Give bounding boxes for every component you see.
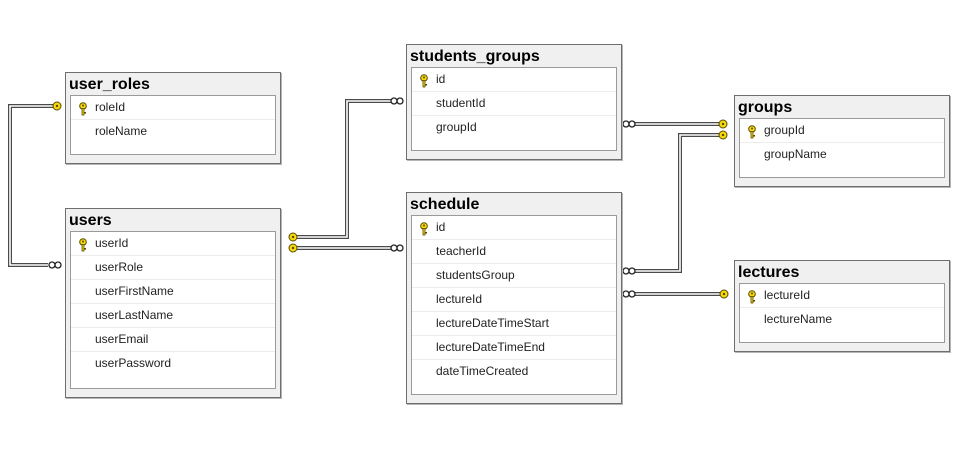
relationship-many-end-icon bbox=[622, 290, 636, 298]
primary-key-icon bbox=[78, 101, 88, 116]
column-row[interactable]: userEmail bbox=[71, 328, 275, 352]
column-name: userFirstName bbox=[95, 284, 174, 298]
column-row[interactable]: groupId bbox=[740, 119, 944, 143]
table-title: schedule bbox=[410, 196, 480, 213]
column-list: groupId groupName bbox=[739, 118, 945, 178]
column-name: lectureId bbox=[764, 288, 811, 302]
table-groups[interactable]: groups groupId groupName bbox=[734, 95, 950, 187]
column-row[interactable]: userId bbox=[71, 232, 275, 256]
column-list: id studentId groupId bbox=[411, 67, 617, 151]
relationship-key-end-icon bbox=[288, 243, 298, 253]
column-name: lectureDateTimeEnd bbox=[436, 340, 545, 354]
table-title: user_roles bbox=[69, 76, 150, 93]
table-user-roles[interactable]: user_roles roleId roleName bbox=[65, 72, 281, 164]
column-name: groupId bbox=[436, 120, 477, 134]
primary-key-icon bbox=[78, 237, 88, 252]
column-list: id teacherId studentsGroup lectureId lecture… bbox=[411, 215, 617, 395]
column-row[interactable]: teacherId bbox=[412, 240, 616, 264]
column-row[interactable]: id bbox=[412, 68, 616, 92]
column-row[interactable]: lectureDateTimeStart bbox=[412, 312, 616, 336]
column-name: roleName bbox=[95, 124, 148, 138]
table-students-groups[interactable]: students_groups id studentId groupId bbox=[406, 44, 622, 160]
table-lectures[interactable]: lectures lectureId lectureName bbox=[734, 260, 950, 352]
column-row[interactable]: userPassword bbox=[71, 352, 275, 375]
column-row[interactable]: dateTimeCreated bbox=[412, 360, 616, 383]
column-row[interactable]: groupName bbox=[740, 143, 944, 166]
column-row[interactable]: studentsGroup bbox=[412, 264, 616, 288]
relationship-roles-users[interactable] bbox=[8, 104, 56, 267]
column-name: studentsGroup bbox=[436, 268, 515, 282]
column-name: userRole bbox=[95, 260, 144, 274]
table-schedule[interactable]: schedule id teacherId studentsGroup lecture… bbox=[406, 192, 622, 404]
column-row[interactable]: roleName bbox=[71, 120, 275, 143]
column-row[interactable]: studentId bbox=[412, 92, 616, 116]
relationship-key-end-icon bbox=[719, 289, 729, 299]
column-name: userEmail bbox=[95, 332, 149, 346]
table-title: students_groups bbox=[410, 48, 540, 65]
relationship-key-end-icon bbox=[288, 232, 298, 242]
relationship-key-end-icon bbox=[52, 101, 62, 111]
relationship-many-end-icon bbox=[390, 244, 404, 252]
column-name: studentId bbox=[436, 96, 486, 110]
column-name: roleId bbox=[95, 100, 126, 114]
column-name: id bbox=[436, 72, 446, 86]
column-name: id bbox=[436, 220, 446, 234]
primary-key-icon bbox=[747, 289, 757, 304]
column-row[interactable]: userFirstName bbox=[71, 280, 275, 304]
relationship-key-end-icon bbox=[718, 130, 728, 140]
column-row[interactable]: userRole bbox=[71, 256, 275, 280]
column-name: userId bbox=[95, 236, 129, 250]
column-row[interactable]: userLastName bbox=[71, 304, 275, 328]
column-name: groupId bbox=[764, 123, 805, 137]
relationship-many-end-icon bbox=[622, 267, 636, 275]
column-row[interactable]: lectureDateTimeEnd bbox=[412, 336, 616, 360]
relationship-many-end-icon bbox=[390, 97, 404, 105]
column-name: userPassword bbox=[95, 356, 172, 370]
table-title: groups bbox=[738, 99, 793, 116]
column-name: lectureDateTimeStart bbox=[436, 316, 549, 330]
column-row[interactable]: lectureId bbox=[740, 284, 944, 308]
column-list: roleId roleName bbox=[70, 95, 276, 155]
column-name: userLastName bbox=[95, 308, 174, 322]
column-name: teacherId bbox=[436, 244, 487, 258]
column-name: lectureName bbox=[764, 312, 833, 326]
relationship-groups-schedule[interactable] bbox=[634, 133, 722, 273]
table-title: lectures bbox=[738, 264, 800, 281]
column-list: lectureId lectureName bbox=[739, 283, 945, 343]
column-name: dateTimeCreated bbox=[436, 364, 529, 378]
column-row[interactable]: id bbox=[412, 216, 616, 240]
column-row[interactable]: roleId bbox=[71, 96, 275, 120]
column-list: userId userRole userFirstName userLastName u… bbox=[70, 231, 276, 389]
primary-key-icon bbox=[419, 221, 429, 236]
column-row[interactable]: groupId bbox=[412, 116, 616, 139]
relationship-key-end-icon bbox=[718, 119, 728, 129]
column-row[interactable]: lectureId bbox=[412, 288, 616, 312]
column-name: groupName bbox=[764, 147, 827, 161]
relationship-users-students-groups[interactable] bbox=[294, 99, 393, 239]
table-title: users bbox=[69, 212, 112, 229]
column-name: lectureId bbox=[436, 292, 483, 306]
column-row[interactable]: lectureName bbox=[740, 308, 944, 331]
primary-key-icon bbox=[747, 124, 757, 139]
relationship-many-end-icon bbox=[622, 120, 636, 128]
table-users[interactable]: users userId userRole userFirstName userLas… bbox=[65, 208, 281, 398]
relationship-many-end-icon bbox=[48, 261, 62, 269]
primary-key-icon bbox=[419, 73, 429, 88]
